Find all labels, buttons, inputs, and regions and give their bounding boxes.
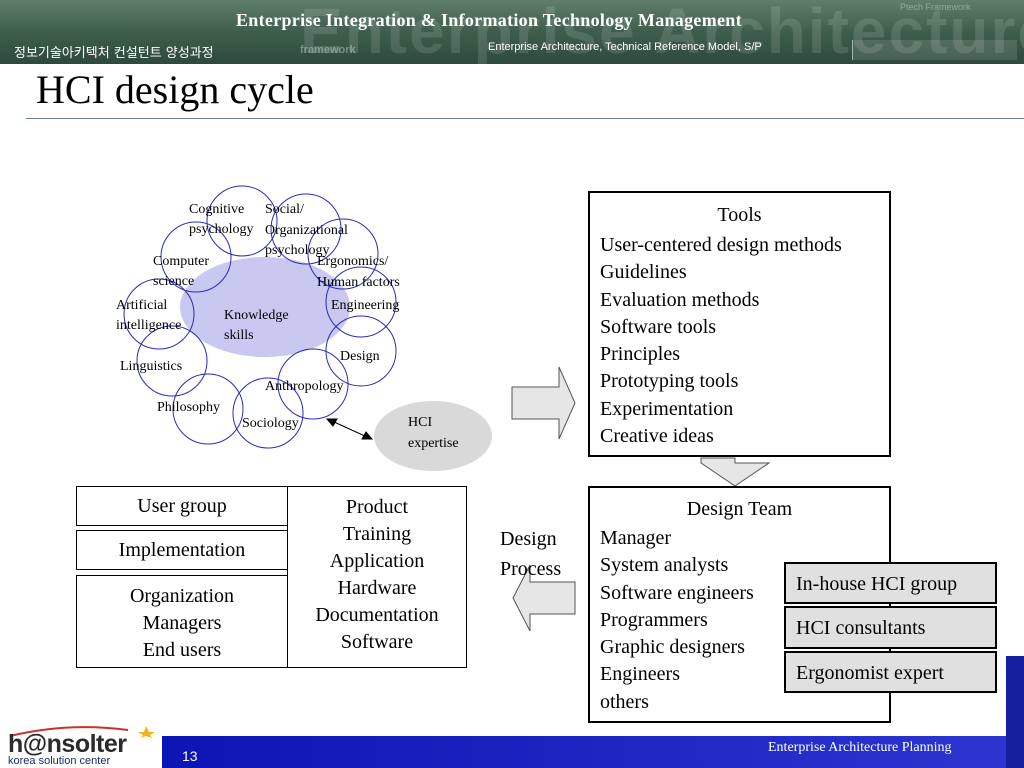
tools-item: Prototyping tools — [600, 370, 739, 393]
design-process-label-1: Design — [500, 528, 557, 550]
circle-social-psychology — [270, 193, 342, 265]
design-team-title: Design Team — [686, 498, 793, 520]
label-human-factors: Human factors — [317, 275, 400, 290]
circle-anthropology — [277, 348, 349, 420]
tools-box: Tools User-centered design methods Guide… — [588, 191, 891, 457]
hci-group-inhouse: In-house HCI group — [784, 562, 997, 604]
label-ergonomics: Ergonomics/ — [317, 254, 389, 269]
banner-subtitle: Enterprise Architecture, Technical Refer… — [488, 41, 762, 53]
label-skills: skills — [224, 328, 254, 343]
banner-watermark-small: framework — [300, 44, 356, 56]
tools-title: Tools — [717, 204, 762, 226]
double-arrow-connector — [325, 418, 374, 440]
circle-computer-science — [160, 221, 232, 293]
label-intelligence: intelligence — [116, 318, 182, 333]
page-number: 13 — [182, 748, 198, 764]
organization-label: Organization — [129, 585, 235, 607]
circle-ergonomics — [307, 218, 379, 290]
circle-artificial-intelligence — [123, 278, 195, 350]
implementation-cell: Implementation — [76, 530, 288, 570]
circle-engineering — [325, 266, 397, 338]
design-process-label-2: Process — [500, 558, 562, 580]
team-member: Programmers — [600, 608, 708, 631]
label-org-psychology: psychology — [265, 243, 330, 258]
label-artificial: Artificial — [116, 298, 168, 313]
block-arrow-right — [511, 366, 576, 440]
team-member: Software engineers — [600, 581, 754, 604]
product-item: Product — [345, 496, 409, 518]
team-member: others — [600, 690, 649, 713]
label-anthropology: Anthropology — [265, 379, 344, 394]
tools-item: Creative ideas — [600, 425, 714, 448]
circle-philosophy — [172, 373, 244, 445]
banner-watermark: Enterprise Architecture Moc — [300, 0, 1024, 64]
label-organizational: Organizational — [265, 223, 348, 238]
product-item: Documentation — [315, 604, 439, 626]
block-arrow-left — [512, 564, 576, 632]
company-logo-subtitle: korea solution center — [8, 755, 111, 767]
footer-side-bar — [1006, 656, 1024, 768]
circle-cognitive-psychology — [206, 185, 278, 257]
footer-bar — [162, 736, 1006, 768]
header-banner: Enterprise Architecture Moc framework Pt… — [0, 0, 1024, 64]
logo-swoosh — [9, 726, 155, 738]
label-engineering: Engineering — [331, 298, 400, 313]
banner-title: Enterprise Integration & Information Tec… — [236, 10, 742, 30]
product-item: Software — [340, 631, 414, 653]
company-logo: h@nsolter — [8, 730, 127, 758]
title-divider — [26, 118, 1024, 119]
label-computer: Computer — [153, 254, 209, 269]
product-item: Training — [342, 523, 412, 545]
page-title: HCI design cycle — [36, 67, 314, 112]
hci-group-ergonomist: Ergonomist expert — [784, 651, 997, 693]
product-cell: Product Training Application Hardware Do… — [287, 486, 467, 668]
managers-label: Managers — [142, 612, 222, 634]
knowledge-blob — [180, 257, 350, 357]
organization-cell: Organization Managers End users — [76, 575, 288, 668]
hci-expertise-ellipse — [374, 401, 492, 471]
label-psychology: psychology — [189, 222, 254, 237]
banner-korean-subtitle: 정보기술아키텍처 컨설턴트 양성과정 — [14, 46, 214, 61]
tools-item: Guidelines — [600, 261, 687, 284]
user-group-cell: User group — [76, 486, 288, 526]
team-member: Graphic designers — [600, 636, 745, 659]
label-sociology: Sociology — [242, 416, 299, 431]
banner-watermark-corner: Ptech Framework — [900, 2, 971, 12]
label-linguistics: Linguistics — [120, 359, 183, 374]
team-member: Engineers — [600, 663, 680, 686]
label-science: science — [153, 274, 195, 289]
team-member: System analysts — [600, 554, 729, 577]
tools-item: Evaluation methods — [600, 288, 760, 311]
hci-group-consultants: HCI consultants — [784, 606, 997, 649]
label-cognitive: Cognitive — [189, 202, 245, 217]
tools-item: User-centered design methods — [600, 234, 842, 256]
label-hci: HCI — [408, 415, 433, 430]
team-member: Manager — [600, 527, 672, 549]
label-design: Design — [340, 349, 380, 364]
tools-item: Software tools — [600, 315, 717, 338]
product-item: Hardware — [337, 577, 417, 599]
block-arrow-down — [700, 457, 771, 487]
banner-highlight-bar — [852, 40, 1017, 60]
tools-list: User-centered design methods Guidelines … — [600, 232, 842, 450]
label-knowledge: Knowledge — [224, 308, 289, 323]
design-team-list: Manager System analysts Software enginee… — [600, 525, 754, 716]
tools-item: Experimentation — [600, 397, 734, 420]
circle-linguistics — [136, 325, 208, 397]
product-item: Application — [329, 550, 425, 572]
end-users-label: End users — [142, 639, 222, 661]
label-philosophy: Philosophy — [157, 400, 221, 415]
footer-text: Enterprise Architecture Planning — [768, 740, 952, 755]
circle-sociology — [232, 377, 304, 449]
label-social: Social/ — [265, 202, 304, 217]
label-expertise: expertise — [408, 436, 459, 451]
tools-item: Principles — [600, 343, 680, 366]
